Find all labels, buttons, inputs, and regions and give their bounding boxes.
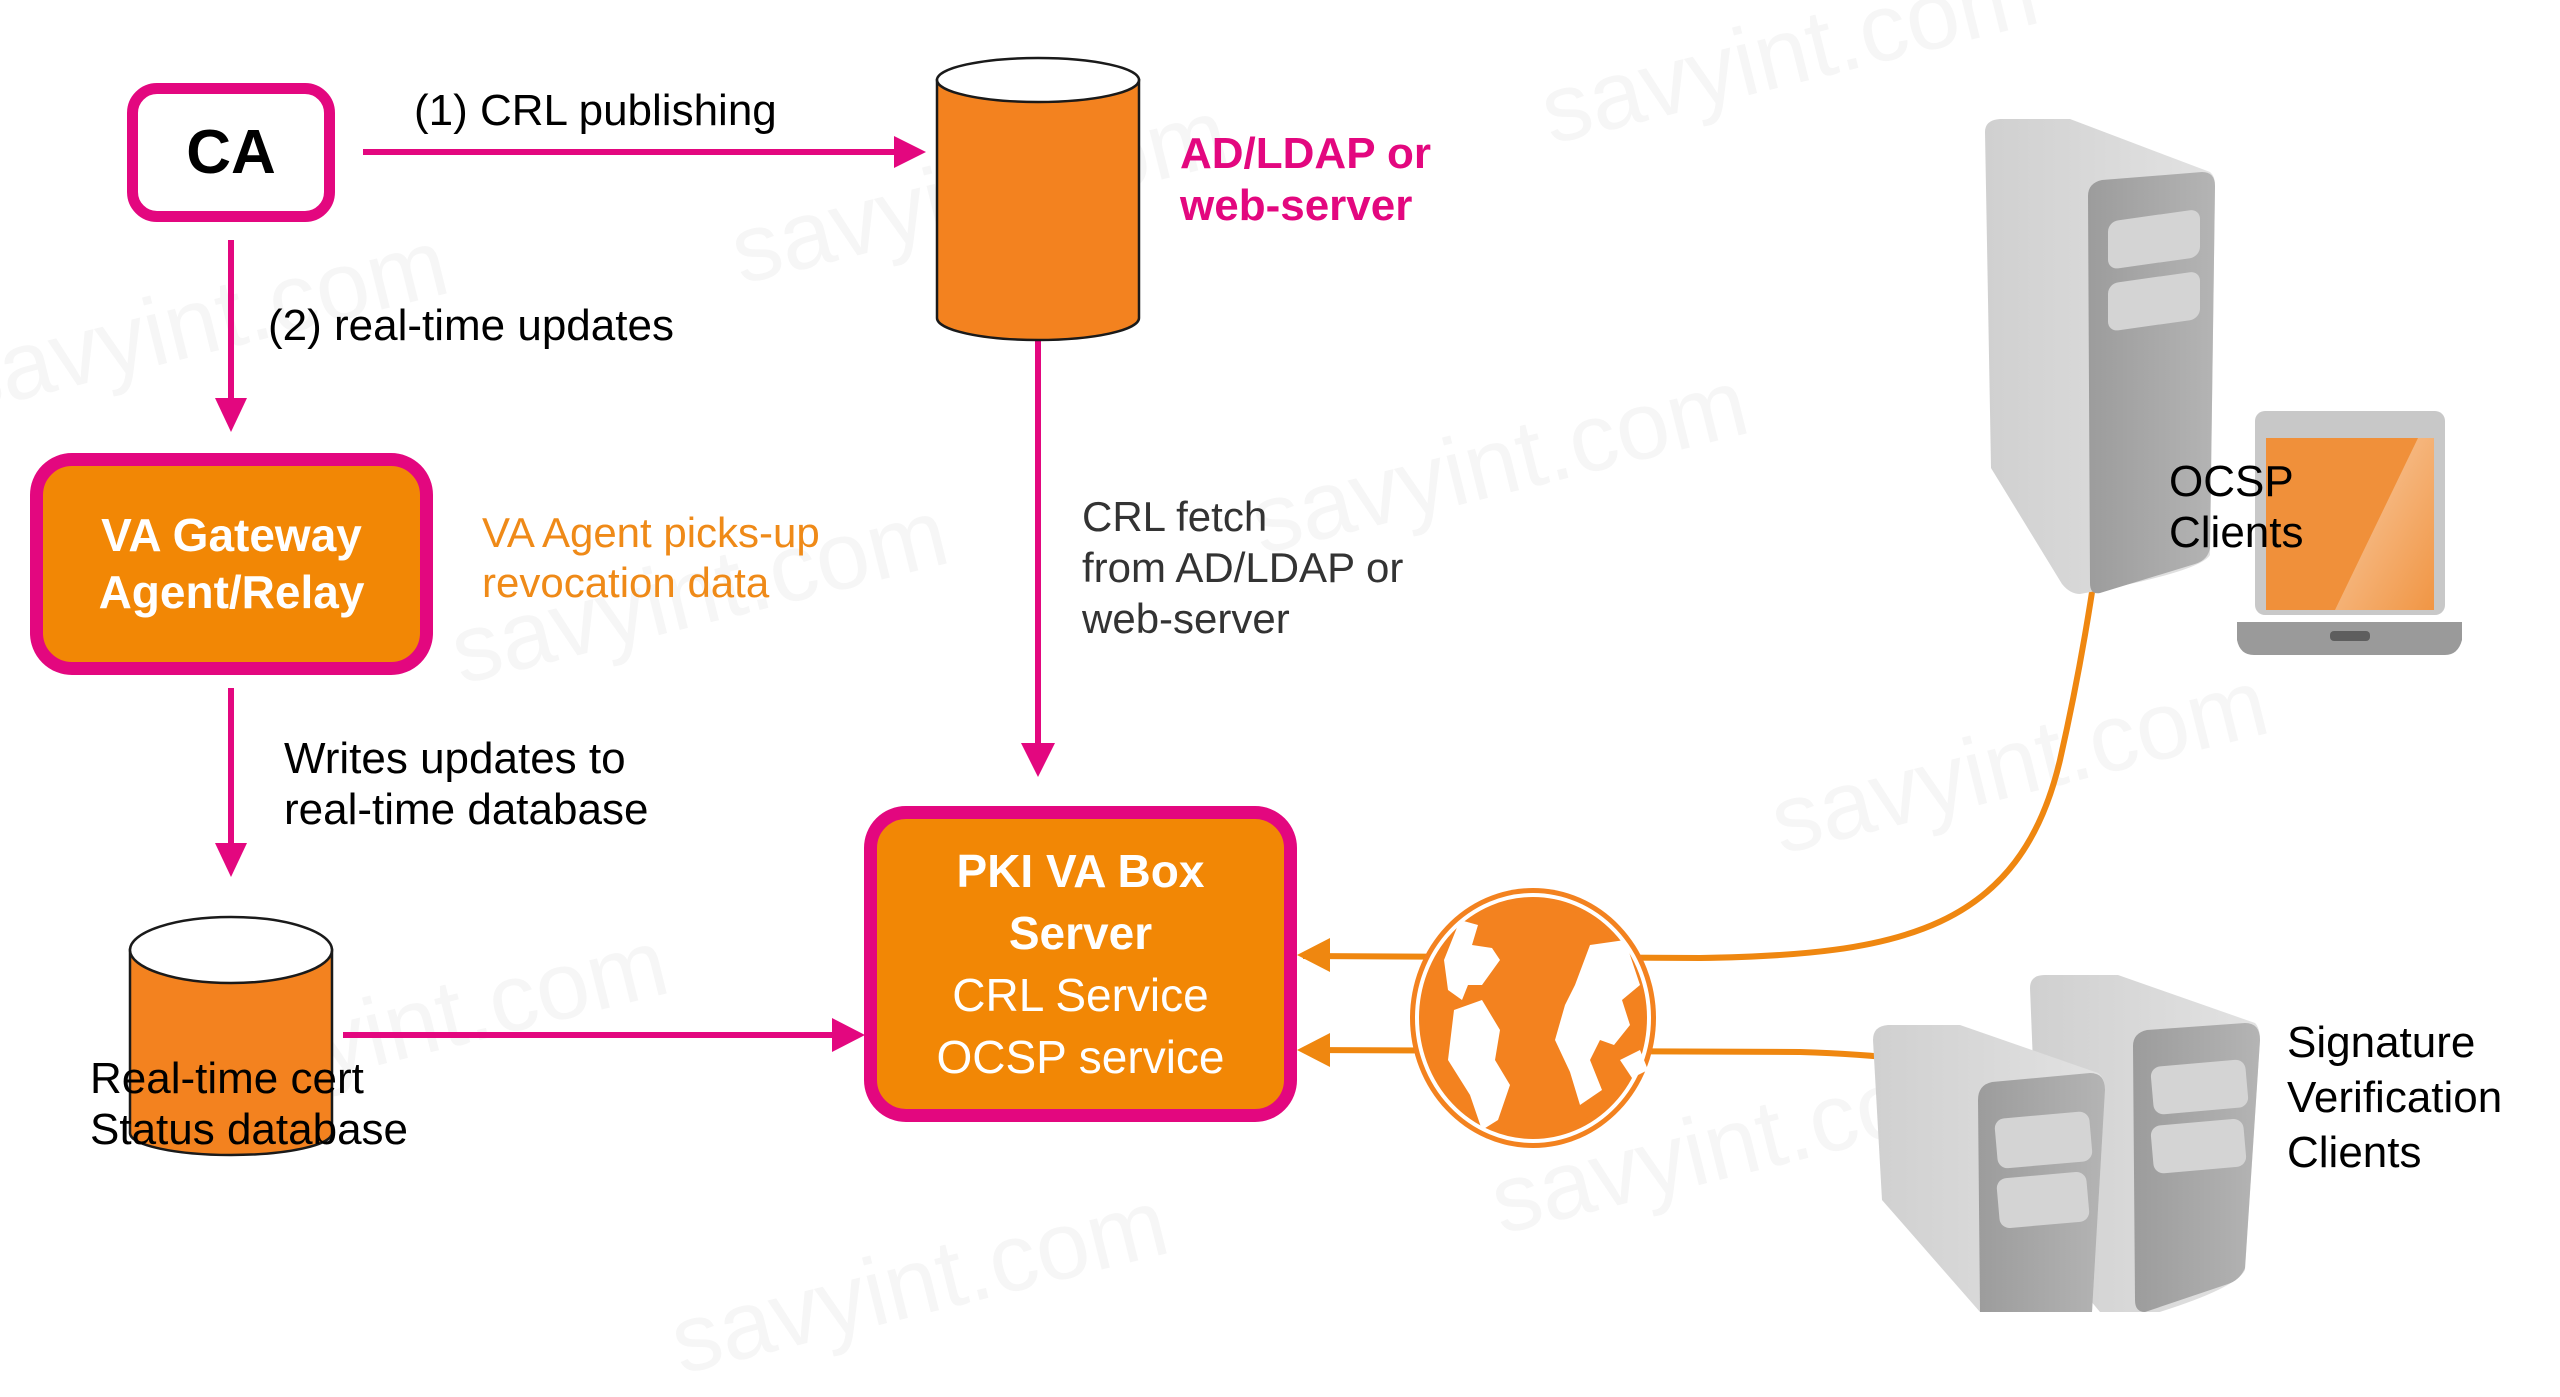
label-realtime-db: Real-time cert Status database (90, 1054, 408, 1155)
label-sig-line1: Signature (2287, 1018, 2476, 1067)
arrow-realtime-updates (215, 240, 247, 432)
arrow-writes-updates (215, 688, 247, 877)
pki-va-box-node: PKI VA Box Server CRL Service OCSP servi… (864, 806, 1297, 1122)
label-realtime-updates: (2) real-time updates (268, 300, 674, 352)
label-ocsp-line2: Clients (2169, 507, 2304, 557)
label-ad-ldap: AD/LDAP or web-server (1180, 128, 1431, 232)
label-signature-clients: Signature Verification Clients (2287, 1015, 2502, 1180)
pki-crl-service: CRL Service (952, 969, 1209, 1021)
label-agent-picks-up: VA Agent picks-up revocation data (482, 508, 820, 609)
label-ad-ldap-line1: AD/LDAP or (1180, 129, 1431, 178)
ocsp-server-tower-icon (1985, 119, 2215, 594)
label-agent-line2: revocation data (482, 559, 770, 607)
label-writes-line1: Writes updates to (284, 734, 626, 783)
arrow-db-to-pki (343, 1018, 865, 1052)
label-sig-line2: Verification (2287, 1073, 2503, 1122)
arrowhead-pki-bottom (1297, 1033, 1330, 1067)
label-agent-line1: VA Agent picks-up (482, 509, 820, 556)
pki-title-line2: Server (1008, 906, 1153, 959)
arrow-pki-to-ocsp-clients (1302, 429, 2117, 962)
ca-label: CA (186, 118, 276, 187)
label-writes-updates: Writes updates to real-time database (284, 734, 648, 835)
label-crl-fetch-line1: CRL fetch (1082, 493, 1268, 540)
va-gateway-node: VA Gateway Agent/Relay (30, 453, 433, 675)
label-ad-ldap-line2: web-server (1180, 180, 1413, 230)
label-writes-line2: real-time database (284, 784, 649, 834)
diagram-canvas (128, 56, 2462, 1312)
pki-ocsp-service: OCSP service (936, 1031, 1225, 1084)
laptop-icon (2237, 411, 2462, 655)
label-realtime-updates-text: (2) real-time updates (268, 301, 674, 350)
label-crl-publishing: (1) CRL publishing (414, 85, 777, 137)
arrow-crl-fetch (1021, 317, 1055, 777)
label-crl-fetch-line2: from AD/LDAP or (1082, 543, 1404, 591)
realtime-database-icon (128, 915, 334, 1157)
signature-server-tower-icon (1873, 1025, 2105, 1312)
label-crl-publishing-text: (1) CRL publishing (414, 86, 777, 135)
pki-title-line1: PKI VA Box (956, 844, 1205, 897)
label-realtime-db-line2: Status database (90, 1104, 409, 1154)
va-gateway-label-line1: VA Gateway (101, 508, 362, 561)
arrow-crl-publishing (363, 136, 926, 168)
va-gateway-label-line2: Agent/Relay (98, 566, 365, 618)
ad-ldap-database-icon (935, 56, 1141, 342)
arrowhead-pki-top (1297, 938, 1330, 972)
globe-icon (1410, 888, 1656, 1148)
label-realtime-db-line1: Real-time cert (90, 1054, 364, 1103)
label-ocsp-clients: OCSP Clients (2169, 457, 2304, 558)
ca-node: CA (127, 83, 335, 222)
label-ocsp-line1: OCSP (2169, 457, 2294, 506)
label-sig-line3: Clients (2287, 1128, 2422, 1177)
label-crl-fetch-line3: web-server (1082, 594, 1290, 642)
label-crl-fetch: CRL fetch from AD/LDAP or web-server (1082, 492, 1403, 644)
